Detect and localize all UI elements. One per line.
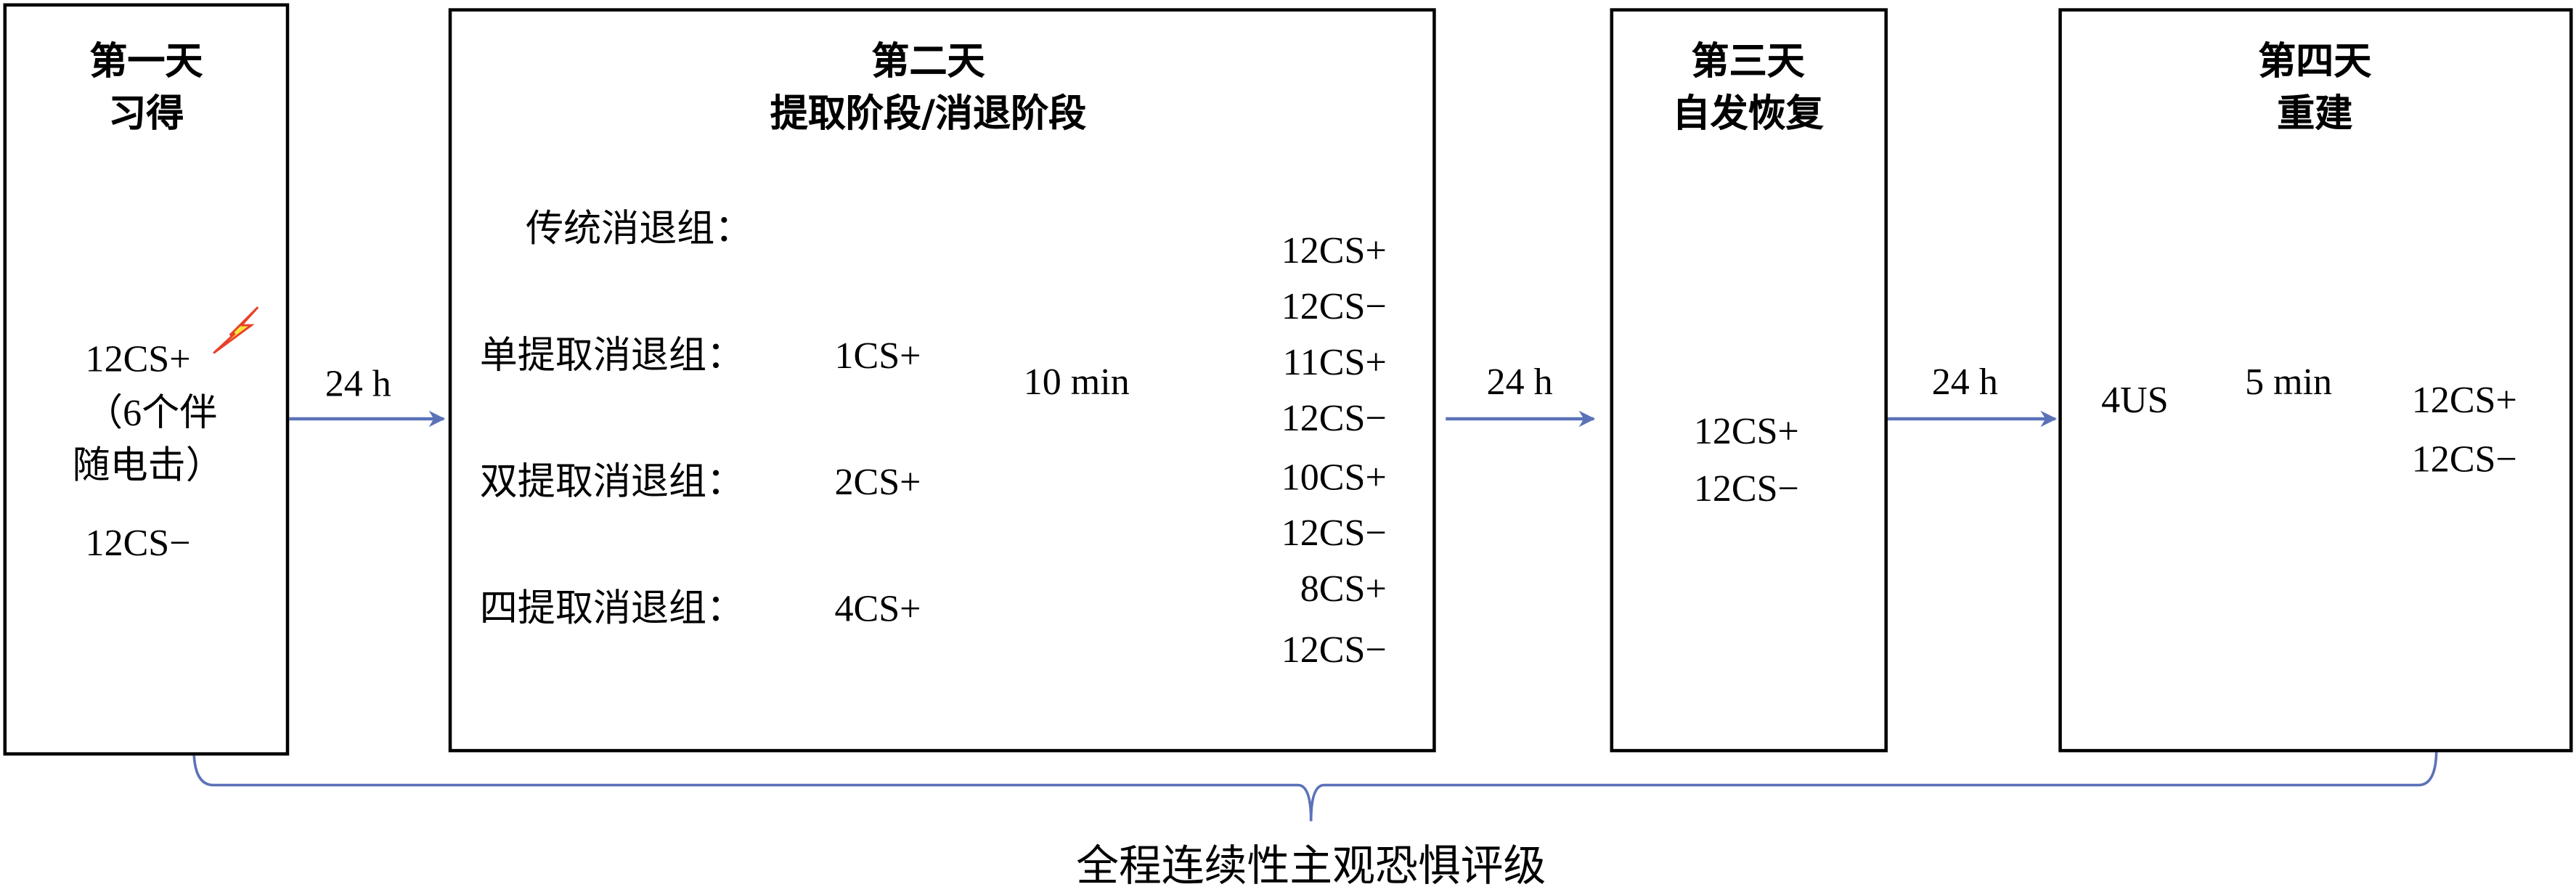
group-value: 4CS+ xyxy=(834,588,921,629)
day4-line: 12CS− xyxy=(2411,438,2517,480)
day1-box xyxy=(3,3,290,756)
day1-line: 12CS+ xyxy=(85,338,191,380)
trial-line: 12CS+ xyxy=(1281,229,1387,271)
interval-label: 10 min xyxy=(1023,361,1130,403)
group-label: 单提取消退组： xyxy=(479,335,745,377)
trial-line: 11CS+ xyxy=(1282,341,1387,383)
day3-title: 第三天 自发恢复 xyxy=(1673,36,1824,142)
day3-box xyxy=(1610,8,1888,753)
group-label: 四提取消退组： xyxy=(479,588,745,629)
day4-line: 12CS+ xyxy=(2411,379,2517,421)
group-label: 双提取消退组： xyxy=(479,461,745,503)
arrow1-label: 24 h xyxy=(325,363,391,404)
trial-line: 12CS− xyxy=(1281,285,1387,327)
day3-line: 12CS+ xyxy=(1693,410,1799,452)
day1-line: （6个伴 xyxy=(85,392,218,434)
day2-title: 第二天 提取阶段/消退阶段 xyxy=(770,36,1086,142)
trial-line: 12CS− xyxy=(1281,397,1387,439)
brace xyxy=(192,748,2438,822)
day4-title-text: 第四天 xyxy=(2258,41,2372,84)
day2-subtitle-text: 提取阶段/消退阶段 xyxy=(770,93,1087,136)
trial-line: 10CS+ xyxy=(1281,457,1387,498)
group-value: 1CS+ xyxy=(834,335,921,377)
day1-subtitle-text: 习得 xyxy=(108,93,184,136)
trial-line: 12CS− xyxy=(1281,512,1387,554)
day4-box xyxy=(2058,8,2573,753)
arrow2-label: 24 h xyxy=(1486,361,1553,403)
day3-line: 12CS− xyxy=(1693,467,1799,510)
day2-box xyxy=(448,8,1436,753)
us-label: 4US xyxy=(2101,379,2169,421)
day4-title: 第四天 重建 xyxy=(2258,36,2371,142)
brace-label: 全程连续性主观恐惧评级 xyxy=(1076,842,1546,891)
group-value: 2CS+ xyxy=(834,461,921,503)
day1-line: 12CS− xyxy=(85,522,191,564)
trial-line: 8CS+ xyxy=(1300,568,1387,610)
day4-subtitle-text: 重建 xyxy=(2277,93,2353,136)
interval-label: 5 min xyxy=(2245,361,2333,403)
day1-line: 随电击） xyxy=(72,445,224,486)
day1-title: 第一天 习得 xyxy=(89,36,203,142)
day3-title-text: 第三天 xyxy=(1691,41,1805,84)
arrow3-label: 24 h xyxy=(1931,361,1998,403)
group-label: 传统消退组： xyxy=(526,208,753,250)
trial-line: 12CS− xyxy=(1281,629,1387,671)
day2-title-text: 第二天 xyxy=(871,41,985,84)
day1-title-text: 第一天 xyxy=(89,41,203,84)
day3-subtitle-text: 自发恢复 xyxy=(1672,93,1824,136)
